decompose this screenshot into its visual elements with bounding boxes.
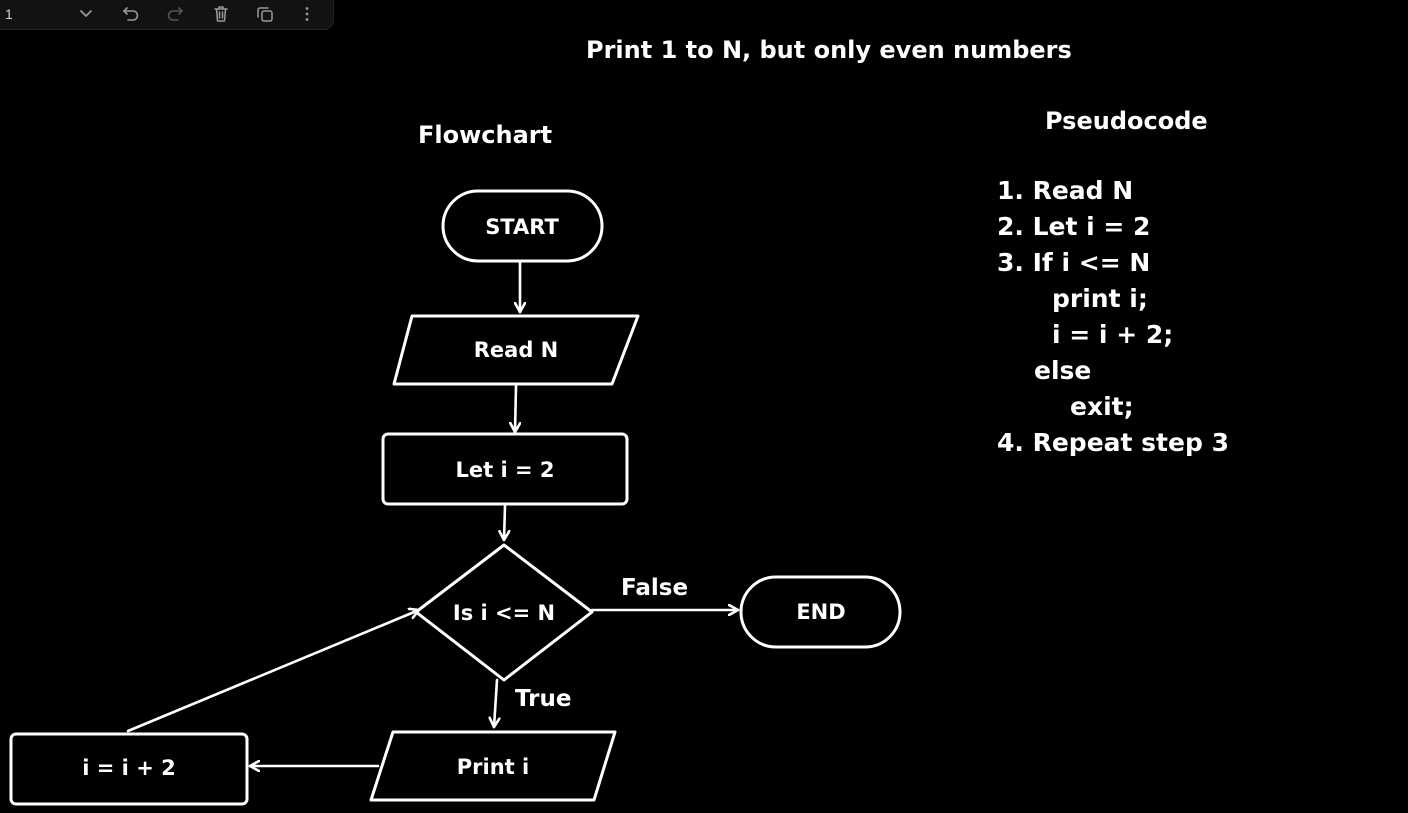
flowchart-heading[interactable]: Flowchart	[418, 121, 553, 149]
connector-arrow[interactable]	[515, 384, 516, 434]
stroke-width-value: 1	[5, 6, 13, 22]
decision-node[interactable]: Is i <= N	[414, 543, 594, 682]
more-vertical-icon[interactable]	[299, 3, 315, 25]
pseudocode-line: exit;	[1070, 392, 1134, 421]
print-label: Print i	[457, 755, 529, 779]
start-label: START	[485, 215, 559, 239]
connector-arrow[interactable]	[494, 678, 497, 729]
chevron-down-icon[interactable]	[77, 3, 95, 25]
connector-arrow[interactable]	[504, 504, 505, 542]
true-label: True	[515, 686, 571, 712]
increment-label: i = i + 2	[82, 756, 175, 780]
pseudocode-line: i = i + 2;	[1052, 320, 1174, 349]
pseudocode-line: else	[1034, 356, 1092, 385]
pseudocode-heading[interactable]: Pseudocode	[1045, 107, 1208, 135]
pseudocode-line: print i;	[1052, 284, 1148, 313]
pseudocode-line: 3. If i <= N	[997, 248, 1151, 277]
end-node[interactable]: END	[739, 575, 902, 649]
start-node[interactable]: START	[441, 189, 604, 263]
init-node[interactable]: Let i = 2	[381, 432, 629, 506]
end-label: END	[796, 600, 845, 624]
pseudocode-line: 2. Let i = 2	[997, 212, 1151, 241]
init-label: Let i = 2	[455, 458, 554, 482]
decision-label: Is i <= N	[453, 601, 555, 625]
redo-icon[interactable]	[165, 3, 185, 25]
element-toolbar: 1	[0, 0, 334, 30]
pseudocode-line: 1. Read N	[997, 176, 1134, 205]
print-node[interactable]: Print i	[369, 730, 617, 802]
undo-icon[interactable]	[121, 3, 141, 25]
canvas-title[interactable]: Print 1 to N, but only even numbers	[586, 36, 1072, 64]
increment-node[interactable]: i = i + 2	[9, 732, 249, 806]
trash-icon[interactable]	[211, 3, 231, 25]
read-n-label: Read N	[474, 338, 559, 362]
false-label: False	[621, 575, 688, 601]
pseudocode-line: 4. Repeat step 3	[997, 428, 1229, 457]
loop-back-arrow[interactable]	[126, 610, 421, 733]
read-n-node[interactable]: Read N	[392, 314, 640, 386]
duplicate-icon[interactable]	[255, 3, 275, 25]
